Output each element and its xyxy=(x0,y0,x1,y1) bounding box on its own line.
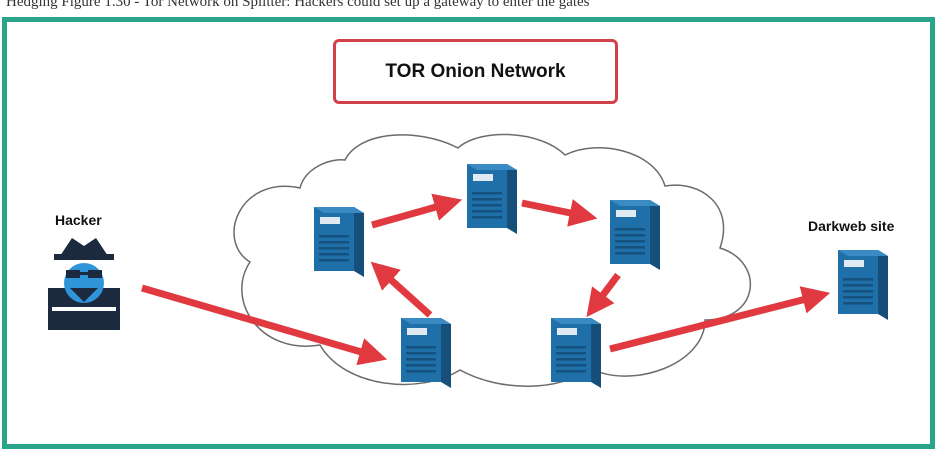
arrow-left-to-top xyxy=(371,193,463,229)
top-text-strip: Hedging Figure 1.30 - Tor Network on Spl… xyxy=(0,0,935,17)
arrow-right-to-exit xyxy=(586,272,621,318)
hacker-label: Hacker xyxy=(55,212,102,228)
arrow-top-to-right xyxy=(521,199,598,227)
diagram-title: TOR Onion Network xyxy=(385,60,566,82)
hacker-spy-icon xyxy=(48,238,120,330)
server-icon xyxy=(314,207,364,277)
server-icon xyxy=(610,200,660,270)
cloud-shape xyxy=(233,133,752,387)
server-icon xyxy=(401,318,451,388)
server-icon xyxy=(838,250,888,320)
darkweb-label: Darkweb site xyxy=(808,218,895,234)
server-icon xyxy=(467,164,517,234)
arrow-exit-to-darkweb xyxy=(609,286,831,353)
top-text: Hedging Figure 1.30 - Tor Network on Spl… xyxy=(6,0,590,10)
server-icon xyxy=(551,318,601,388)
arrow-hacker-to-entry xyxy=(141,284,388,366)
arrow-entry-to-left xyxy=(370,261,433,318)
title-box: TOR Onion Network xyxy=(333,39,618,104)
